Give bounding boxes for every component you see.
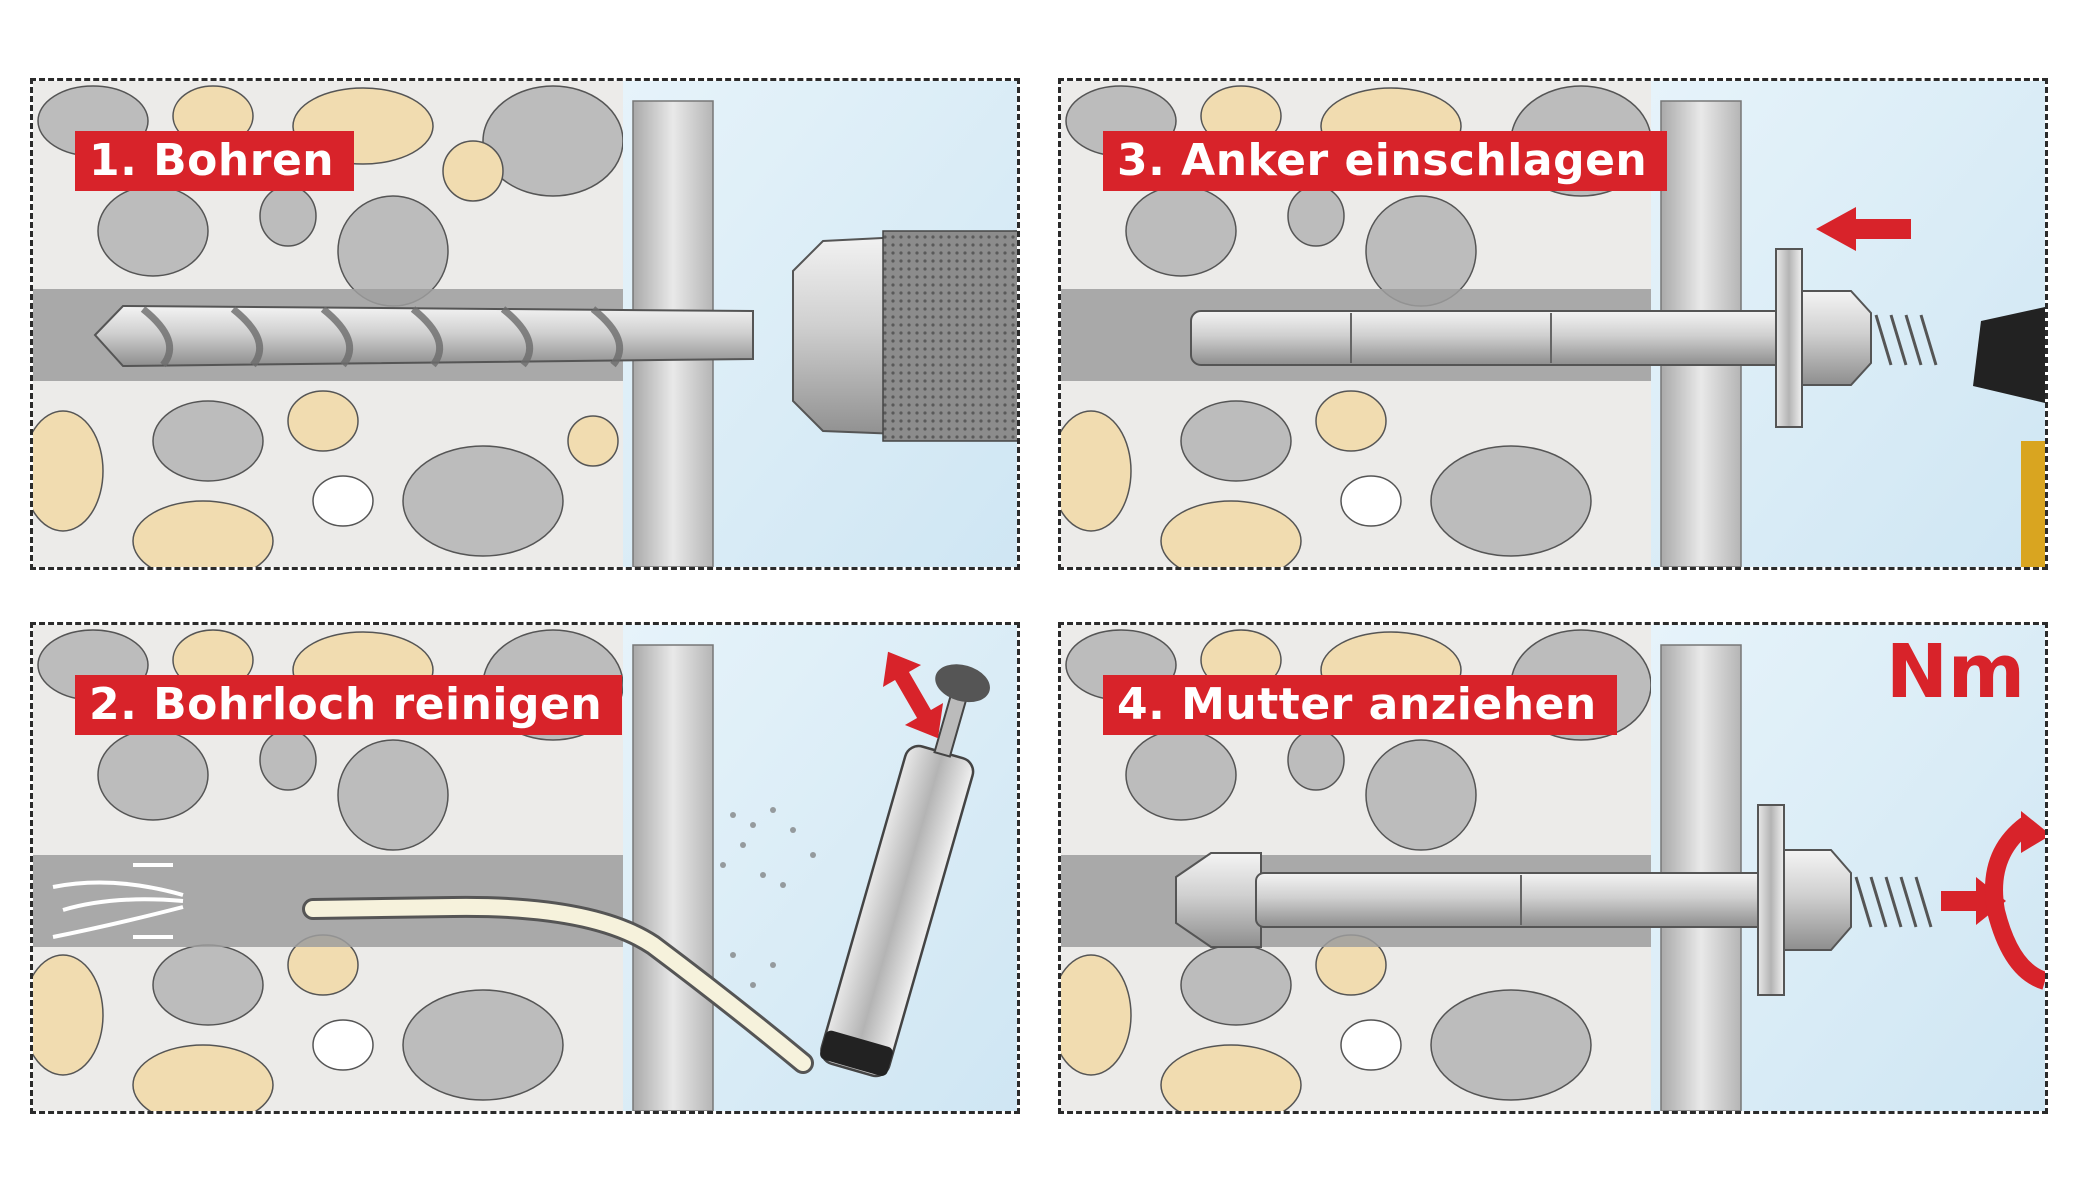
torque-unit-label: Nm [1886,629,2026,715]
step-1-panel: 1. Bohren [30,78,1020,570]
step-3-panel: 3. Anker einschlagen [1058,78,2048,570]
dust-particles [720,807,816,988]
drilling-illustration [33,81,1017,567]
nut-tightening-illustration [1061,625,2045,1111]
step-4-panel: 4. Mutter anziehen [1058,622,2048,1114]
double-arrow-icon [882,651,944,739]
anchor-bolt [1190,248,1938,428]
step-2-label: 2. Bohrloch reinigen [75,675,623,735]
drill-bit-icon [93,230,1017,442]
step-2-panel: 2. Bohrloch reinigen [30,622,1020,1114]
anchor-bolt [1175,804,1933,996]
blow-out-pump-icon [820,664,990,1078]
torque-rotation-icon [1985,811,2045,990]
hammer-icon [1973,307,2045,567]
pump-hose [305,898,811,1071]
step-3-label: 3. Anker einschlagen [1103,131,1668,191]
arrow-left-icon [1816,207,1911,251]
step-1-label: 1. Bohren [75,131,355,191]
air-flow-arrows [52,863,184,939]
step-4-label: 4. Mutter anziehen [1103,675,1617,735]
